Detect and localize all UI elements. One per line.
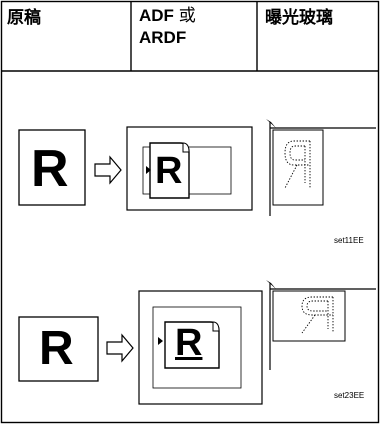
row2-sheet-curl (212, 321, 220, 332)
row2-corner-marker-icon (266, 280, 276, 289)
row1-mirrored-r-icon (284, 140, 311, 189)
row2-original-letter: R (39, 322, 74, 375)
column-header-adf: ADF 或 ARDF (139, 5, 196, 49)
row1-adf-letter: R (155, 150, 183, 192)
row1-feed-arrow-icon (146, 166, 151, 174)
column-header-adf-line2: ARDF (139, 28, 187, 47)
row1-glass-sheet (272, 129, 324, 206)
column-header-adf-line1: ADF (139, 6, 174, 25)
row1-figure-code: set11EE (334, 236, 364, 245)
column-header-exposure-glass: 曝光玻璃 (265, 8, 333, 28)
row1-corner-marker-icon (266, 119, 276, 128)
column-header-original: 原稿 (7, 8, 41, 28)
row2-glass-sheet (272, 290, 346, 342)
row1-original-sheet (18, 129, 86, 206)
row2-arrow-icon (106, 333, 134, 363)
column-header-adf-or: 或 (178, 6, 196, 26)
row1-sheet-curl (182, 142, 190, 153)
row2-figure-code: set23EE (334, 391, 365, 400)
row2-feed-arrow-icon (158, 337, 163, 345)
row2-original-sheet (18, 316, 99, 382)
row2-adf-letter: R (175, 322, 203, 364)
row1-arrow-icon (94, 155, 122, 185)
row1-original-letter: R (31, 140, 69, 198)
row2-mirrored-r-icon (301, 296, 334, 334)
